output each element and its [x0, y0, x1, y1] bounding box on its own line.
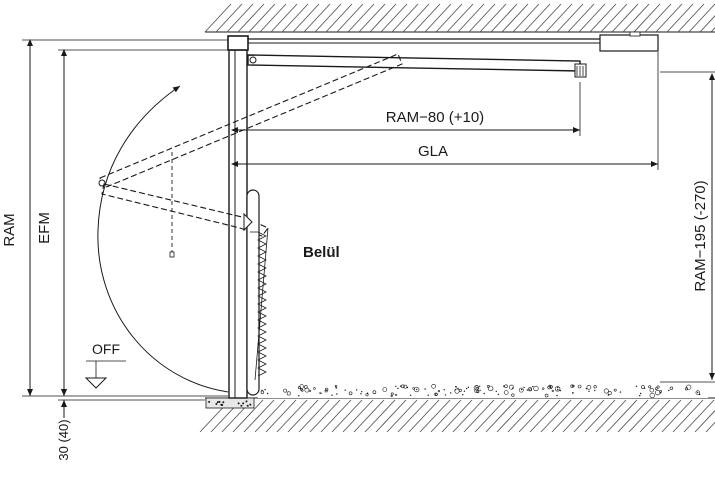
dim-floor-offset: [58, 376, 205, 418]
label-gla: GLA: [418, 143, 448, 160]
floor-threshold: [205, 397, 255, 409]
floor-concrete: [258, 383, 708, 399]
dim-gla: [231, 52, 659, 170]
ceiling-hatch: [204, 3, 715, 33]
label-floor-offset: 30 (40): [56, 419, 71, 460]
label-off: OFF: [92, 341, 120, 357]
door-open-position: [247, 54, 587, 78]
swing-arc: [97, 85, 229, 393]
label-efm: EFM: [36, 212, 53, 244]
label-ram: RAM: [1, 213, 18, 246]
label-ram-minus-195: RAM−195 (-270): [692, 180, 709, 291]
opener-rail: [248, 31, 659, 52]
label-ram-minus-80: RAM−80 (+10): [386, 109, 484, 126]
spring-mechanism: [243, 189, 269, 396]
floor-hatch: [199, 397, 715, 433]
dim-ram: [22, 39, 228, 397]
dim-efm: [58, 49, 228, 396]
opener-motor: [599, 34, 659, 52]
dim-ram-minus-80: [231, 82, 581, 136]
label-inside: Belül: [303, 244, 340, 261]
dim-ram-minus-195: [660, 71, 715, 383]
off-marker: [84, 360, 126, 389]
door-handle-icon: [574, 63, 587, 78]
